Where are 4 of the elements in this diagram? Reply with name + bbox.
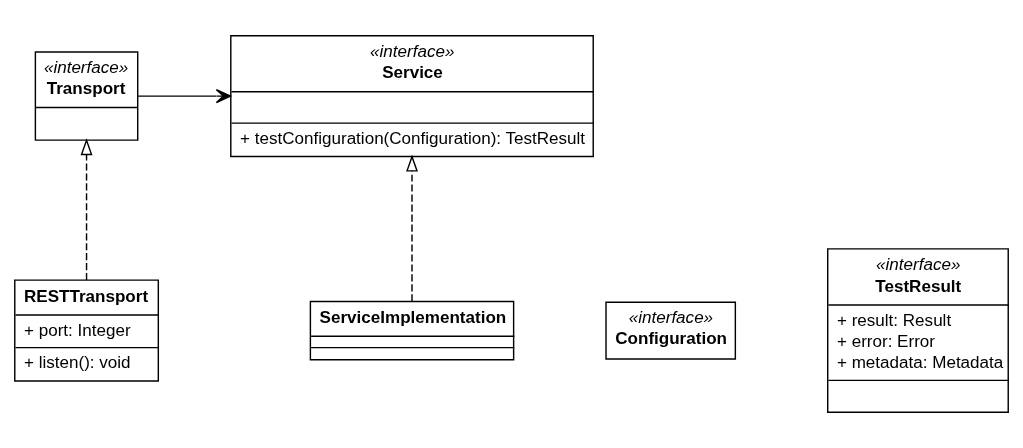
- node-box: «interface» Configuration: [605, 301, 737, 360]
- arrow: [406, 154, 418, 302]
- arrow: [137, 89, 232, 104]
- arrow: [80, 138, 93, 281]
